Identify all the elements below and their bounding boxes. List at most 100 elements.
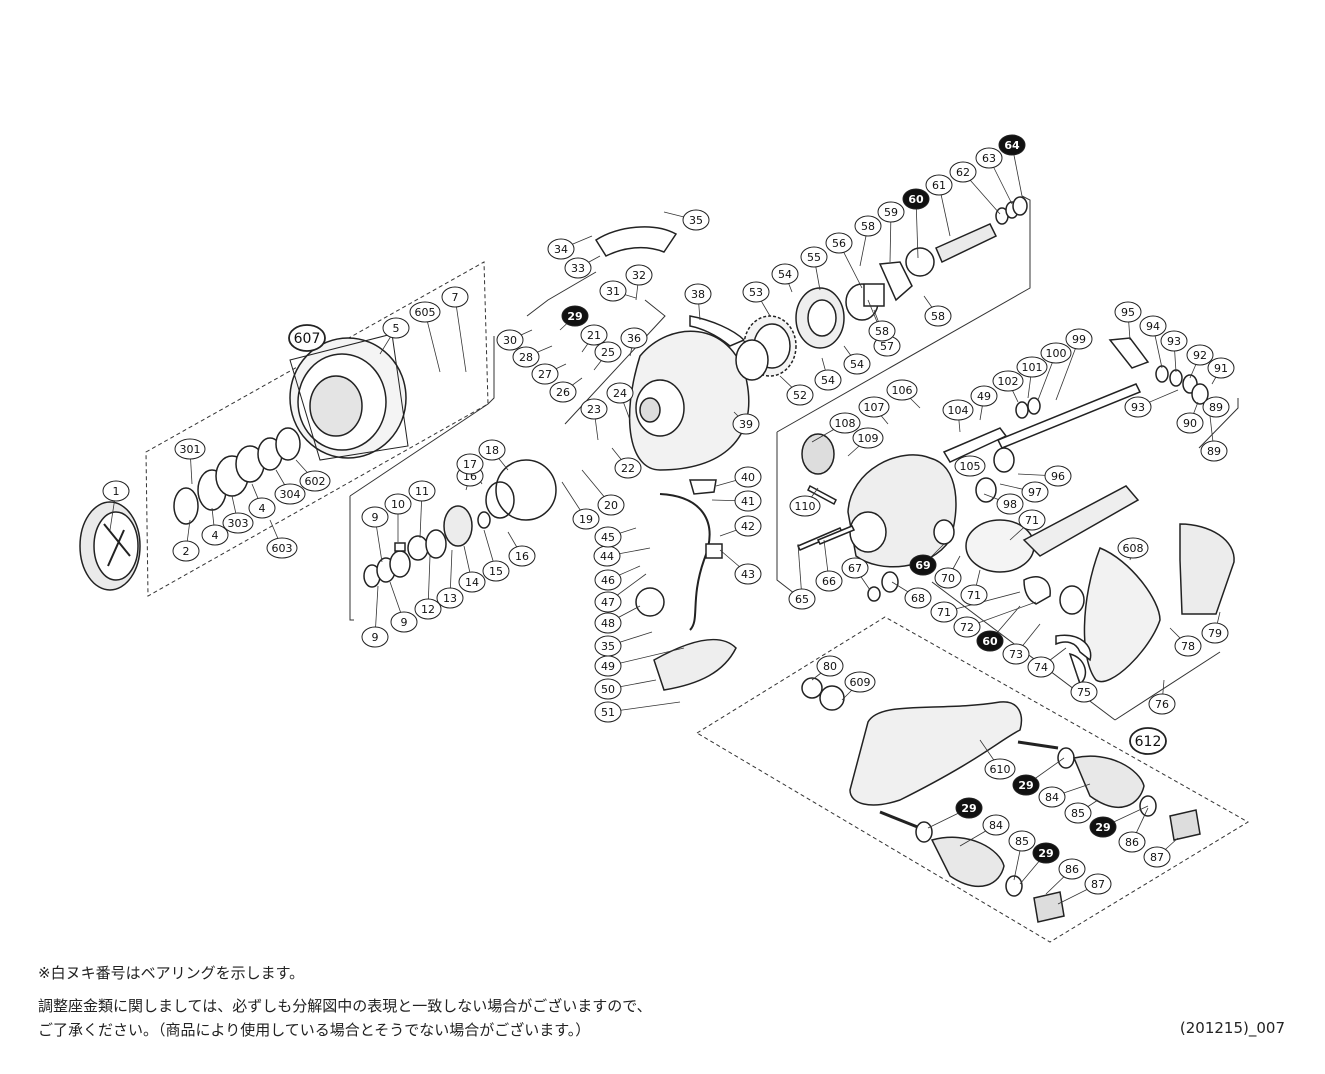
- part-number: 60: [908, 193, 924, 206]
- part-callout: 58: [868, 320, 896, 342]
- part-callout-marker: [843, 353, 871, 375]
- part-callout: 35: [682, 209, 710, 231]
- part-callout-marker: [458, 571, 486, 593]
- part-callout-marker: [606, 382, 634, 404]
- part-callout-marker: [1174, 635, 1202, 657]
- part-callout-marker: [456, 453, 484, 475]
- part-number: 36: [627, 332, 641, 345]
- part-callout: 74: [1027, 656, 1055, 678]
- part-callout: 28: [512, 346, 540, 368]
- part-number: 44: [600, 550, 614, 563]
- bearing-callout-marker: [1032, 842, 1060, 864]
- part-number: 39: [739, 418, 753, 431]
- bearing-note: ※白ヌキ番号はベアリングを示します。: [38, 964, 305, 982]
- part-callout-marker: [1139, 315, 1167, 337]
- part-number: 19: [579, 513, 593, 526]
- part-callout: 104: [942, 399, 974, 421]
- part-callout: 10: [384, 493, 412, 515]
- part-number: 12: [421, 603, 435, 616]
- part-number: 54: [778, 268, 792, 281]
- part-callout: 609: [844, 671, 876, 693]
- part-callout: 93: [1160, 330, 1188, 352]
- part-number: 301: [180, 443, 201, 456]
- part-number: 96: [1051, 470, 1065, 483]
- part-number: 109: [858, 432, 879, 445]
- part-callout-marker: [512, 346, 540, 368]
- part-number: 86: [1065, 863, 1079, 876]
- part-callout-marker: [361, 506, 389, 528]
- part-callout: 20: [597, 494, 625, 516]
- part-number: 23: [587, 403, 601, 416]
- assembly-callout-marker: [288, 324, 326, 352]
- part-callout-marker: [886, 379, 918, 401]
- part-number: 97: [1028, 486, 1042, 499]
- part-callout-marker: [954, 455, 986, 477]
- part-number: 11: [415, 485, 429, 498]
- part-callout: 17: [456, 453, 484, 475]
- part-callout: 29: [1012, 774, 1040, 796]
- part-callout: 69: [909, 554, 937, 576]
- part-number: 110: [795, 500, 816, 513]
- part-number: 53: [749, 286, 763, 299]
- part-callout: 100: [1040, 342, 1072, 364]
- spool-drawing: [289, 333, 409, 461]
- part-number: 85: [1071, 807, 1085, 820]
- part-number: 73: [1009, 648, 1023, 661]
- part-callout: 84: [982, 814, 1010, 836]
- part-number: 85: [1015, 835, 1029, 848]
- part-number: 102: [998, 375, 1019, 388]
- part-number: 105: [960, 460, 981, 473]
- part-callout: 29: [955, 797, 983, 819]
- part-callout: 98: [996, 493, 1024, 515]
- part-number: 20: [604, 499, 618, 512]
- part-callout-marker: [844, 671, 876, 693]
- bearing-callout-marker: [909, 554, 937, 576]
- part-callout-marker: [734, 563, 762, 585]
- part-callout-marker: [742, 281, 770, 303]
- part-callout-marker: [594, 701, 622, 723]
- part-callout-marker: [580, 398, 608, 420]
- bearing-callout-marker: [998, 134, 1026, 156]
- part-callout: 61: [925, 174, 953, 196]
- part-callout-marker: [382, 317, 410, 339]
- part-callout-marker: [771, 263, 799, 285]
- part-callout-marker: [960, 584, 988, 606]
- spool-assembly-frame: [145, 261, 489, 597]
- part-callout-marker: [786, 384, 814, 406]
- part-number: 21: [587, 329, 601, 342]
- part-callout-marker: [1118, 831, 1146, 853]
- part-number: 31: [606, 285, 620, 298]
- part-number: 48: [601, 617, 615, 630]
- part-callout-marker: [1186, 344, 1214, 366]
- part-number: 92: [1193, 349, 1207, 362]
- document-code: (201215)_007: [1179, 1019, 1285, 1037]
- part-number: 106: [892, 384, 913, 397]
- part-number: 66: [822, 575, 836, 588]
- part-callout: 30: [496, 329, 524, 351]
- part-callout: 86: [1118, 831, 1146, 853]
- part-number: 9: [372, 511, 379, 524]
- part-number: 58: [861, 220, 875, 233]
- part-callout-marker: [625, 264, 653, 286]
- part-callout: 50: [594, 678, 622, 700]
- part-callout: 105: [954, 455, 986, 477]
- part-number: 35: [689, 214, 703, 227]
- part-number: 10: [391, 498, 405, 511]
- part-number: 5: [393, 322, 400, 335]
- part-callout: 38: [684, 283, 712, 305]
- part-number: 18: [485, 444, 499, 457]
- part-callout-marker: [1044, 465, 1072, 487]
- part-number: 84: [989, 819, 1003, 832]
- part-callout: 101: [1016, 356, 1048, 378]
- part-callout-marker: [1200, 440, 1228, 462]
- part-callout: 54: [771, 263, 799, 285]
- part-number: 87: [1150, 851, 1164, 864]
- part-callout-marker: [594, 569, 622, 591]
- part-callout: 109: [852, 427, 884, 449]
- part-callout: 45: [594, 526, 622, 548]
- part-number: 100: [1046, 347, 1067, 360]
- part-callout-marker: [1016, 356, 1048, 378]
- part-callout-marker: [564, 257, 592, 279]
- part-callout-marker: [953, 616, 981, 638]
- part-number: 104: [948, 404, 969, 417]
